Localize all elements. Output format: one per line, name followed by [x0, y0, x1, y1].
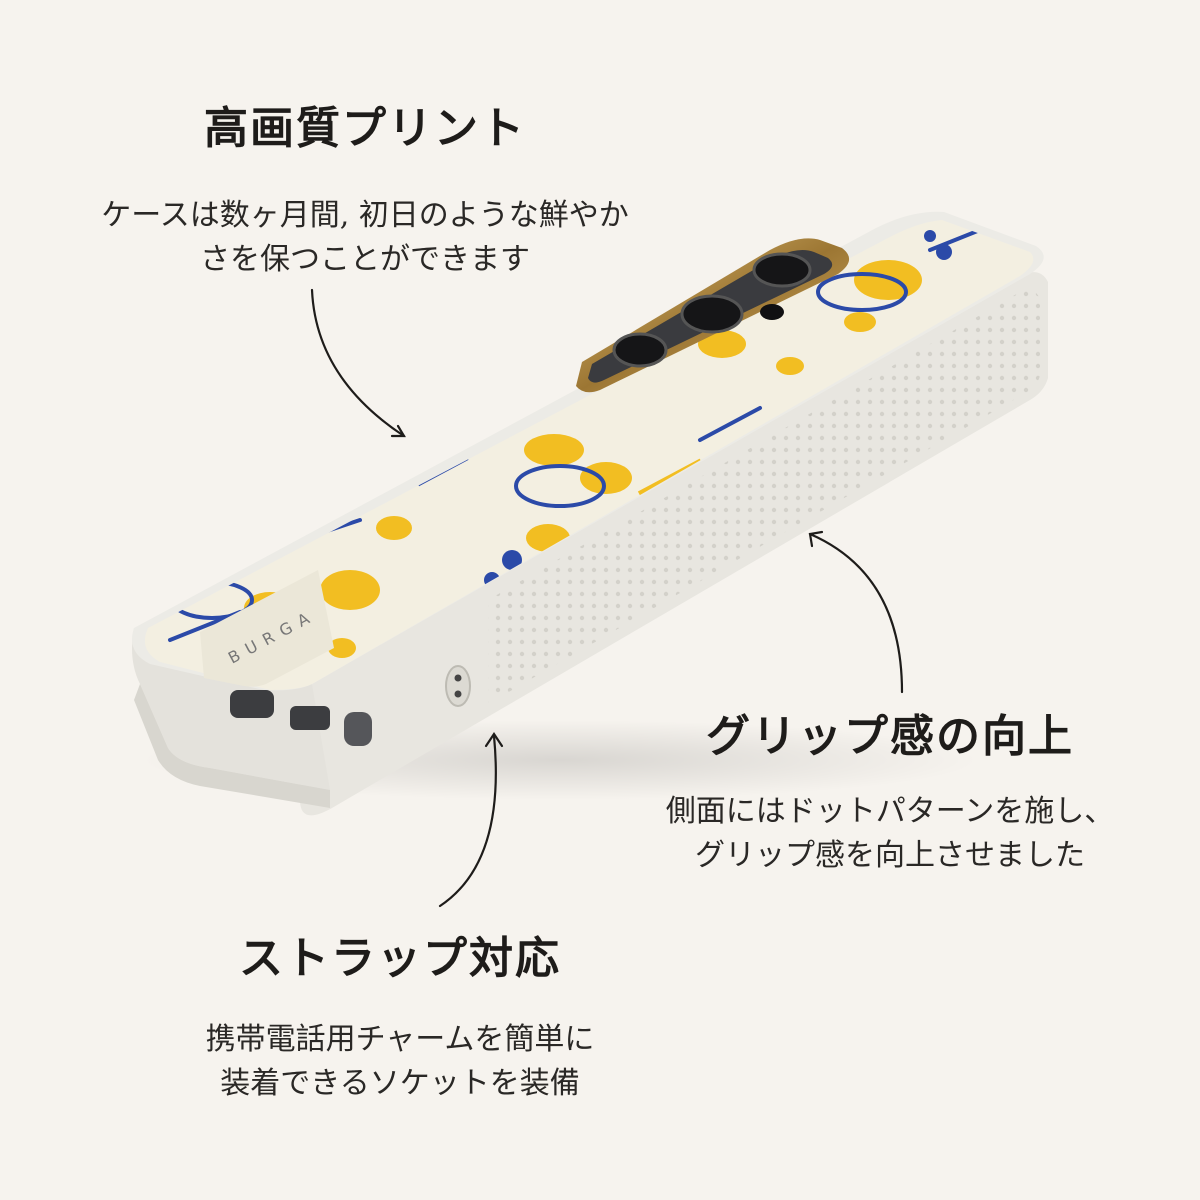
camera-lens-icon [752, 252, 812, 288]
feature-title: グリップ感の向上 [706, 711, 1074, 762]
feature-strap: ストラップ対応 携帯電話用チャームを簡単に 装着できるソケットを装備 [150, 922, 650, 1106]
usb-c-port-icon [290, 706, 330, 730]
brand-label [200, 570, 334, 687]
feature-title: ストラップ対応 [239, 933, 561, 984]
feature-description-line: 装着できるソケットを装備 [220, 1066, 580, 1101]
camera-lens-icon [612, 332, 668, 368]
feature-description-line: グリップ感を向上させました [695, 838, 1085, 873]
feature-grip: グリップ感の向上 側面にはドットパターンを施し、 グリップ感を向上させました [610, 700, 1170, 878]
camera-module [576, 238, 850, 393]
feature-print-quality: 高画質プリント ケースは数ヶ月間, 初日のような鮮やか さを保つことができます [60, 92, 670, 282]
speaker-port-icon [230, 690, 274, 718]
arrow-strap [438, 734, 497, 908]
feature-description-line: ケースは数ヶ月間, 初日のような鮮やか [101, 198, 629, 233]
feature-description-line: 携帯電話用チャームを簡単に [205, 1022, 595, 1057]
arrow-print [310, 288, 406, 438]
feature-description-line: 側面にはドットパターンを施し、 [665, 794, 1115, 829]
arrow-grip [808, 532, 904, 694]
strap-socket-icon [344, 712, 372, 746]
feature-title: 高画質プリント [204, 103, 526, 154]
feature-description-line: さを保つことができます [200, 242, 530, 277]
grip-dot-pattern [488, 290, 1040, 704]
strap-hole-icon [445, 665, 471, 707]
bottom-ports [230, 665, 471, 746]
camera-lens-icon [680, 294, 744, 334]
